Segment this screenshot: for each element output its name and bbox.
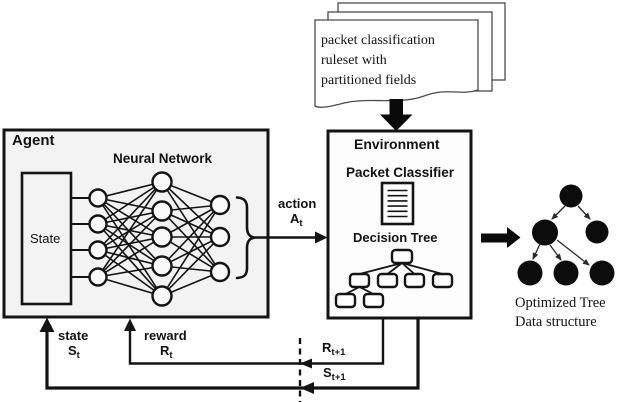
neural-network-label: Neural Network [113,151,213,166]
state-up-arrowhead [39,317,55,332]
decision-tree-icon [334,248,454,309]
optimized-tree-caption: Optimized Tree Data structure [515,294,606,332]
reward-up-arrowhead [124,318,136,331]
decision-tree-label: Decision Tree [353,230,438,245]
ruleset-doc-text: packet classification ruleset with parti… [321,31,435,91]
ruleset-doc-line1: packet classification [321,33,435,48]
optimized-tree-caption-line2: Data structure [515,314,597,330]
state-boundary-arrowhead [300,382,314,394]
packet-classifier-icon [380,181,415,226]
page-front [314,19,479,108]
environment-title: Environment [354,136,440,152]
state-symbol: St [68,343,80,361]
action-symbol: At [290,211,303,229]
state-next-symbol: St+1 [323,365,346,383]
state-feedback-line [39,317,420,394]
reward-feedback-line [124,318,385,369]
action-arrow [255,231,328,244]
state-box-label: State [30,231,61,246]
ruleset-doc-line3: partitioned fields [321,73,417,88]
env-to-tree-arrow [481,227,521,248]
agent-box [2,128,270,319]
neural-network-graphic [71,171,231,307]
reward-boundary-arrowhead [300,358,312,369]
state-label: state [58,328,89,343]
action-label: action [278,196,317,211]
agent-title: Agent [12,132,55,149]
reward-symbol: Rt [160,343,173,361]
state-box [20,171,73,306]
optimized-tree-icon [517,184,615,286]
optimized-tree-caption-line1: Optimized Tree [515,295,606,311]
packet-classifier-label: Packet Classifier [346,165,455,180]
ruleset-pages-icon [314,2,506,108]
reward-label: reward [144,328,187,343]
ruleset-doc-line2: ruleset with [321,53,387,68]
ruleset-to-env-arrow [380,99,413,131]
reward-next-symbol: Rt+1 [322,340,346,358]
